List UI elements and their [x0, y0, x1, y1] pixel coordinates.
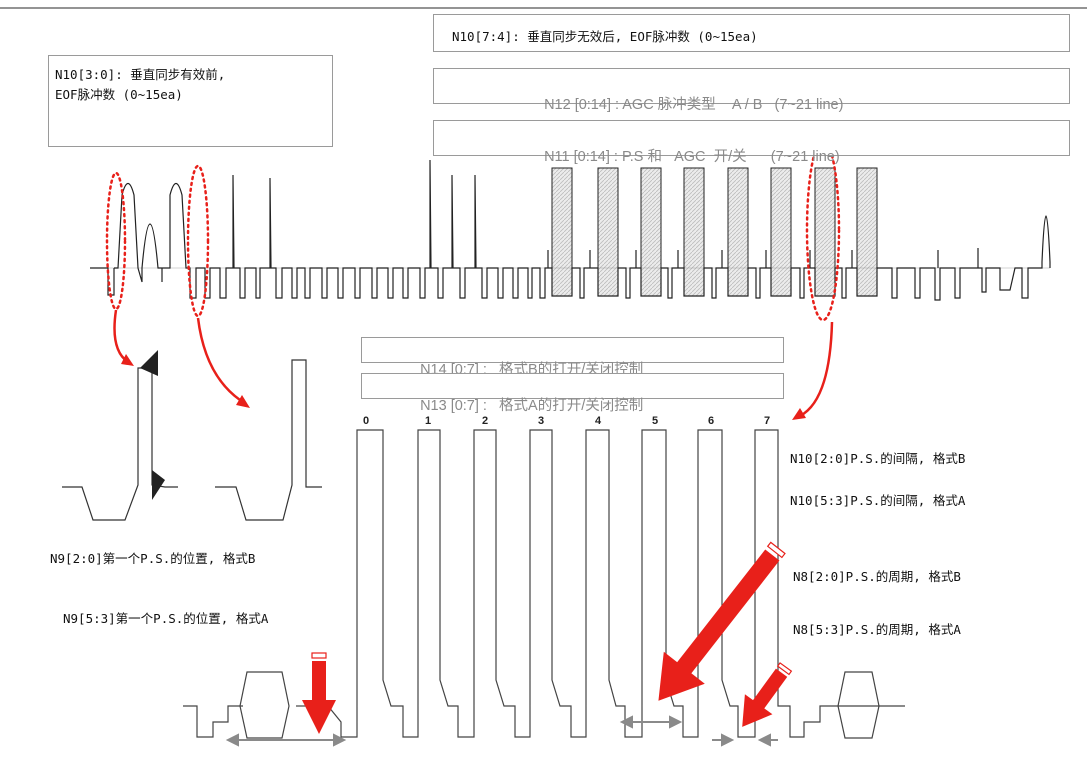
pulse-index: 7 [764, 415, 770, 427]
n10-upper-text: N10[7:4]: 垂直同步无效后, EOF脉冲数 (0~15ea) [452, 29, 758, 44]
dark-triangle-bottom [152, 470, 165, 500]
n10-lower-line2: EOF脉冲数 (0~15ea) [55, 87, 183, 102]
n12-text: N12 [0:14] : AGC 脉冲类型 A / B (7~21 line) [544, 97, 844, 113]
pulse-index: 2 [482, 415, 488, 427]
n12-box: N12 [0:14] : AGC 脉冲类型 A / B (7~21 line) [433, 68, 1070, 113]
label-n9-20: N9[2:0]第一个P.S.的位置, 格式B [50, 551, 256, 566]
label-n8-20: N8[2:0]P.S.的周期, 格式B [793, 569, 961, 584]
arrow-down [302, 652, 336, 734]
n13-text: N13 [0:7] : 格式A的打开/关闭控制 [420, 398, 644, 414]
pulse-index: 1 [425, 415, 431, 427]
video-waveform [90, 159, 1051, 301]
hexagon-left [239, 671, 290, 739]
label-n9-53: N9[5:3]第一个P.S.的位置, 格式A [63, 611, 269, 626]
pulse-index: 4 [595, 415, 602, 427]
pulse-index: 0 [363, 415, 369, 427]
n13-box: N13 [0:7] : 格式A的打开/关闭控制 [361, 373, 784, 414]
n10-lower-line1: N10[3:0]: 垂直同步有效前, [55, 67, 226, 82]
label-n8-53: N8[5:3]P.S.的周期, 格式A [793, 622, 961, 637]
n10-upper-box: N10[7:4]: 垂直同步无效后, EOF脉冲数 (0~15ea) [433, 14, 1070, 52]
label-n10-20: N10[2:0]P.S.的间隔, 格式B [790, 451, 966, 466]
pulse-train [183, 429, 905, 738]
detail-waveform-2 [215, 359, 322, 521]
pulse-index: 6 [708, 415, 714, 427]
label-n10-53: N10[5:3]P.S.的间隔, 格式A [790, 493, 966, 508]
n11-text: N11 [0:14] : P.S 和 AGC 开/关 (7~21 line) [544, 149, 840, 165]
detail-waveform-1 [62, 367, 178, 521]
hexagon-right [837, 671, 880, 739]
pulse-index: 5 [652, 415, 658, 427]
pulse-index: 3 [538, 415, 544, 427]
arrow-diagonal-large [658, 541, 786, 701]
agc-pulses [551, 167, 878, 297]
n10-lower-box: N10[3:0]: 垂直同步有效前, EOF脉冲数 (0~15ea) [48, 55, 333, 147]
dimension-arrows [225, 715, 778, 747]
arrow-diagonal-small [742, 662, 793, 727]
n14-box: N14 [0:7] : 格式B的打开/关闭控制 [361, 337, 784, 378]
red-pointer-arrows [302, 541, 793, 734]
pulse-indices: 0 1 2 3 4 5 6 7 [363, 415, 770, 427]
dark-triangle-top [140, 350, 158, 376]
n11-box: N11 [0:14] : P.S 和 AGC 开/关 (7~21 line) [433, 120, 1070, 165]
